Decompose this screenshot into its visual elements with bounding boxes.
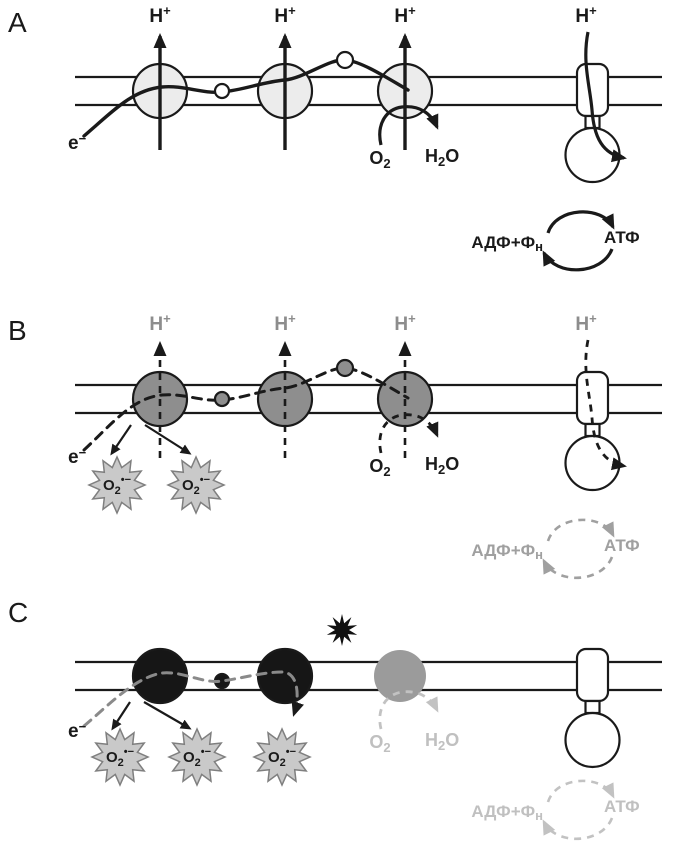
ubiquinone-carrier	[213, 390, 231, 408]
electron-flow-path-failing	[82, 670, 304, 728]
atp-label: АТФ	[604, 228, 640, 247]
ubiquinone-carrier	[213, 82, 231, 100]
adp-to-atp-arrow	[546, 210, 615, 234]
damage-burst	[326, 614, 358, 646]
panel-b: B H+ H+ H+ H+ e− O2•− O2•− O2 H2O АД	[8, 311, 662, 580]
atp-synthase-stalk	[584, 422, 601, 438]
water-label: H2O	[425, 454, 459, 477]
panel-c-letter: C	[8, 597, 28, 628]
superoxide-label: O2•−	[106, 746, 134, 769]
atp-synthase-f1-head	[564, 711, 621, 769]
panel-a-letter: A	[8, 7, 27, 38]
atp-synthase-stalk	[584, 699, 601, 715]
proton-flow-through-synthase-dashed	[584, 339, 627, 471]
oxygen-reduction-arrow-faded	[378, 690, 439, 730]
atp-label-faded: АТФ	[604, 797, 640, 816]
adp-to-atp-arrow-dim	[546, 518, 615, 542]
complex-4-inactive	[374, 650, 426, 702]
superoxide-label: O2•−	[103, 474, 131, 497]
complex-3-damaged	[256, 647, 314, 705]
proton-label: H+	[575, 3, 597, 27]
electron-flow-path-dashed	[82, 366, 410, 452]
cytochrome-c-carrier	[335, 358, 355, 378]
superoxide-label: O2•−	[182, 474, 210, 497]
oxygen-label: O2	[369, 148, 390, 171]
electron-leak-arrow	[143, 701, 192, 730]
atp-to-adp-arrow	[542, 248, 614, 272]
electron-label: e−	[68, 445, 87, 468]
proton-label: H+	[274, 3, 296, 27]
proton-label-dim: H+	[575, 311, 597, 335]
adp-pi-label: АДФ+Фн	[471, 233, 543, 254]
panel-b-letter: B	[8, 315, 27, 346]
atp-synthase-f1-head	[564, 434, 621, 492]
oxygen-reduction-arrow	[378, 105, 439, 146]
proton-label: H+	[394, 3, 416, 27]
proton-label-dim: H+	[149, 311, 171, 335]
cytochrome-c-carrier	[335, 50, 355, 70]
adp-to-atp-arrow-faded	[546, 779, 615, 803]
adp-pi-label-faded: АДФ+Фн	[471, 802, 543, 823]
atp-synthase-fo-unit	[575, 647, 610, 703]
proton-label: H+	[149, 3, 171, 27]
atp-synthase-fo-unit	[575, 370, 610, 426]
adp-pi-label-dim: АДФ+Фн	[471, 541, 543, 562]
proton-label-dim: H+	[394, 311, 416, 335]
water-label-faded: H2O	[425, 730, 459, 753]
electron-leak-arrow	[144, 424, 192, 455]
superoxide-label: O2•−	[183, 746, 211, 769]
oxygen-label: O2	[369, 456, 390, 479]
electron-flow-path	[82, 58, 410, 138]
proton-flow-through-synthase	[584, 31, 627, 163]
electron-leak-arrow	[111, 701, 131, 731]
atp-label-dim: АТФ	[604, 536, 640, 555]
proton-label-dim: H+	[274, 311, 296, 335]
electron-leak-arrow	[110, 424, 132, 456]
electron-label: e−	[68, 719, 87, 742]
electron-label: e−	[68, 131, 87, 154]
panel-a: A H+ H+ H+ H+ e− O2 H2O АДФ+Ф	[8, 3, 662, 272]
oxygen-label-faded: O2	[369, 732, 390, 755]
oxygen-reduction-arrow-dashed	[378, 413, 439, 454]
complex-1-damaged	[131, 647, 189, 705]
atp-to-adp-arrow-faded	[542, 817, 614, 841]
panel-c: C e− O2•− O2•− O2•− O2 H2O АДФ+Фн АТФ	[8, 597, 662, 841]
superoxide-label: O2•−	[268, 746, 296, 769]
atp-to-adp-arrow-dim	[542, 556, 614, 580]
water-label: H2O	[425, 146, 459, 169]
